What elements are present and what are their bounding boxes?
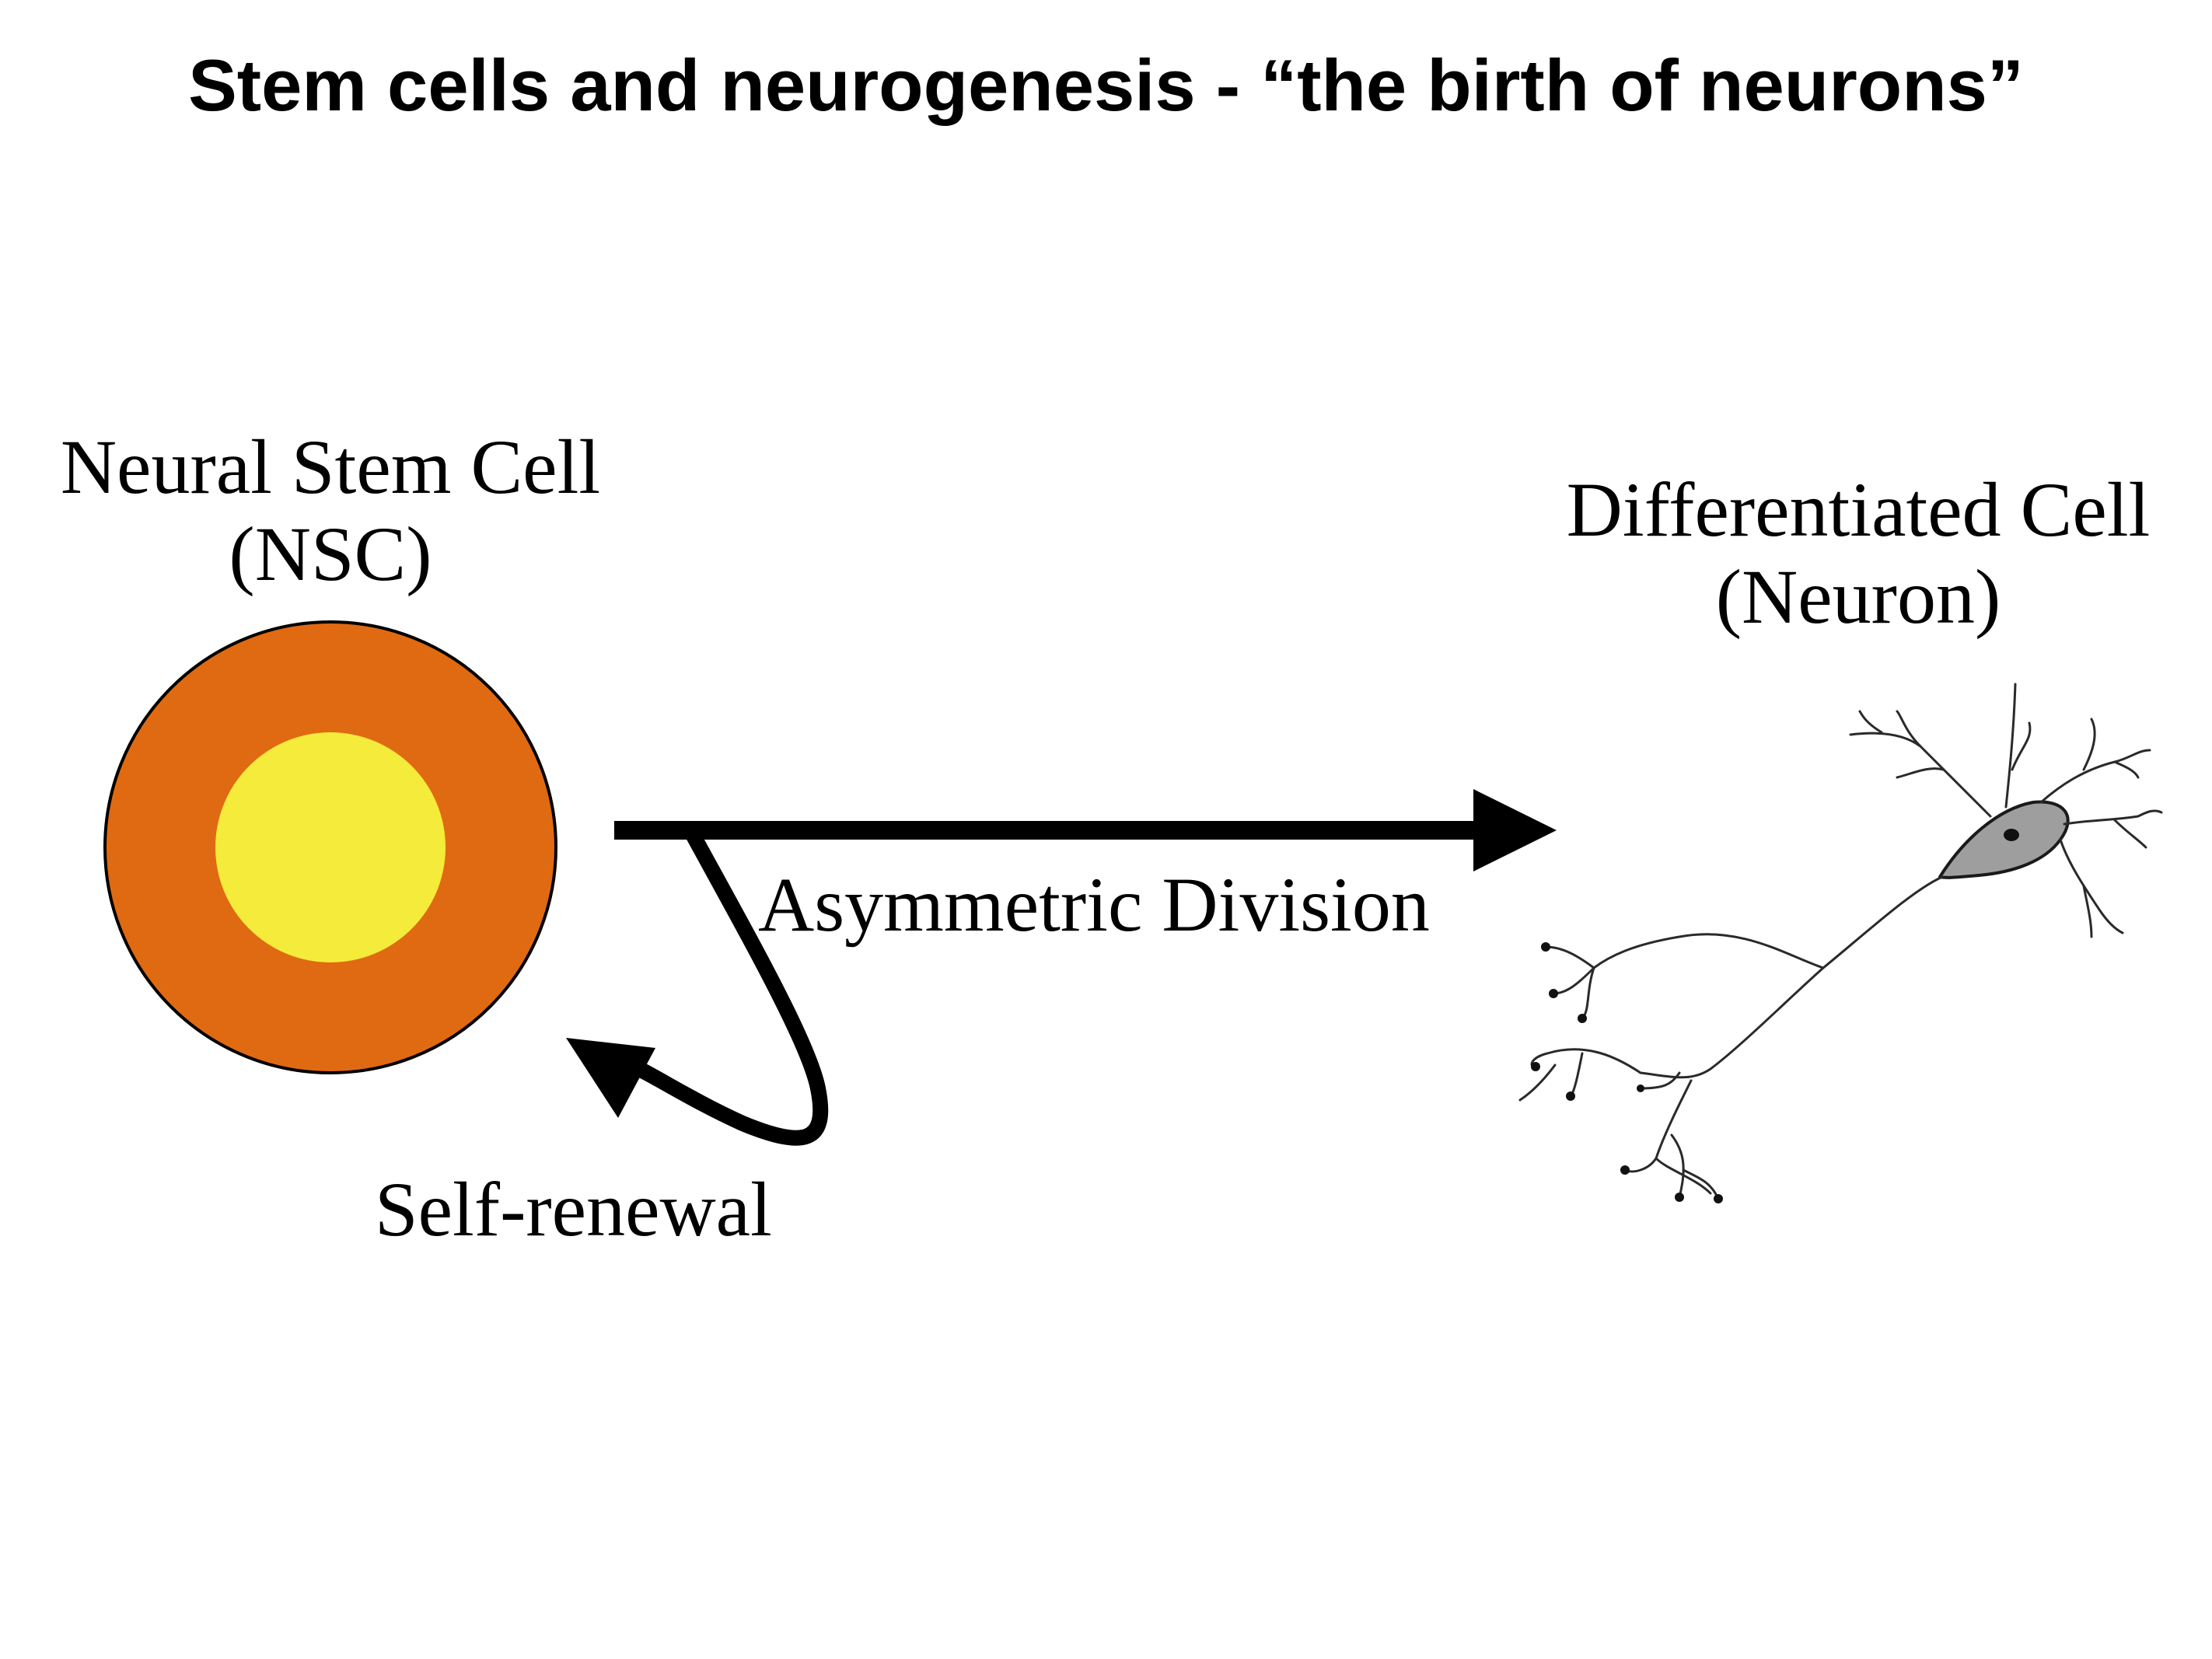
neuron-label: Differentiated Cell (Neuron) <box>1524 466 2193 641</box>
neuron-axon <box>1639 875 1944 1079</box>
stem-cell-label-abbrev: (NSC) <box>229 511 432 597</box>
stem-cell-label-name: Neural Stem Cell <box>60 424 601 510</box>
diagram-title: Stem cells and neurogenesis - “the birth… <box>188 44 2024 126</box>
neuron-label-name: Differentiated Cell <box>1566 466 2151 553</box>
neuron-label-type: (Neuron) <box>1715 554 2001 640</box>
neuron <box>1518 683 2163 1203</box>
neuron-dendrites <box>1849 683 2163 938</box>
self-renewal-label: Self-renewal <box>375 1166 772 1252</box>
asymmetric-division-label: Asymmetric Division <box>758 861 1430 948</box>
division-arrowhead <box>1473 789 1557 871</box>
self-renewal-arrow-path <box>636 823 829 1146</box>
stem-cell-label: Neural Stem Cell (NSC) <box>16 424 645 598</box>
stem-cell <box>103 620 557 1074</box>
neuron-nucleus <box>2004 829 2019 841</box>
neuron-soma <box>1938 800 2070 879</box>
division-arrow <box>614 789 1557 871</box>
neuron-axon-terminals <box>1518 933 1825 1200</box>
self-renewal-arrow <box>566 823 829 1146</box>
stem-cell-nucleus <box>215 732 446 962</box>
self-renewal-arrowhead <box>566 1038 655 1118</box>
neuron-terminal-boutons <box>1531 942 1723 1203</box>
